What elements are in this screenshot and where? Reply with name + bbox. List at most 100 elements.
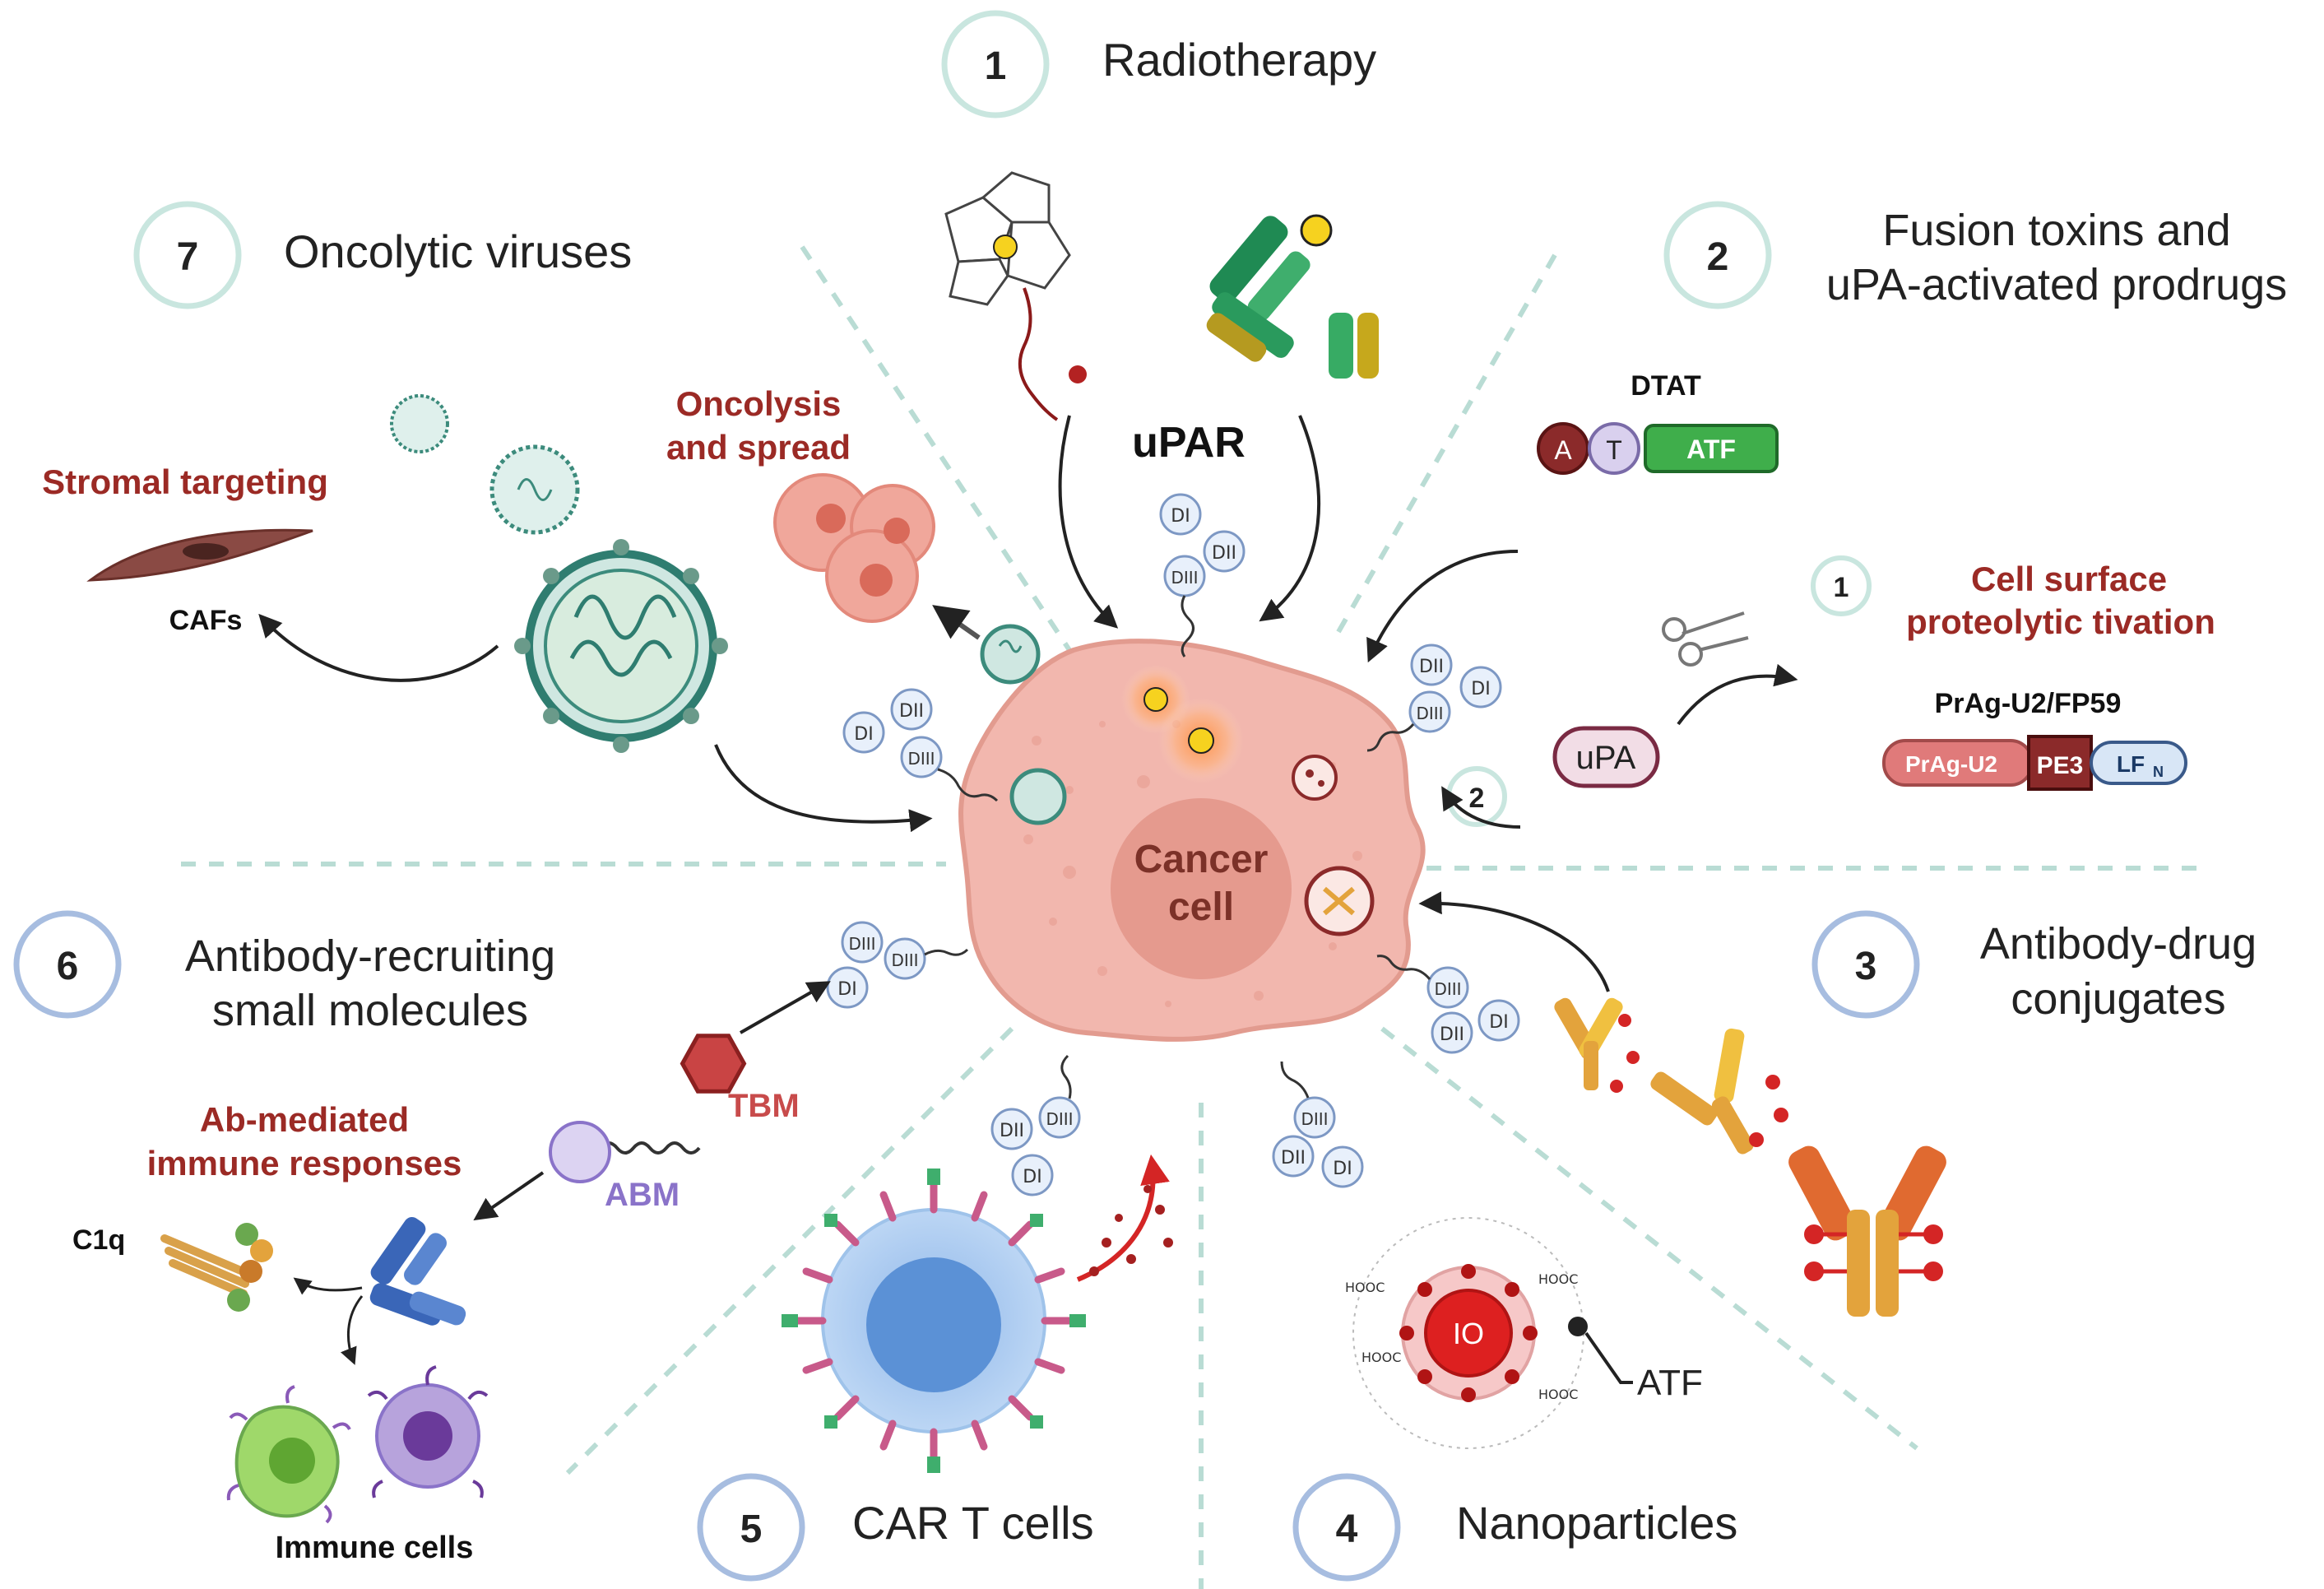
upar-receptor-bottom-left: DII DIII DI <box>990 1054 1081 1196</box>
number-badge-3 <box>1811 910 1920 1019</box>
adc-medium-icon <box>1650 1028 1788 1155</box>
number-badge-6 <box>13 910 122 1019</box>
arrow-to-cell <box>1418 891 1610 992</box>
nanoparticle-atf-label: ATF <box>1637 1363 1703 1403</box>
svg-text:DII: DII <box>1281 1148 1306 1169</box>
strategy-5: 5 CAR T cells <box>697 1473 1094 1582</box>
svg-text:DIII: DIII <box>1171 568 1198 588</box>
linker <box>599 1141 701 1155</box>
upa-label: uPA <box>1576 740 1636 776</box>
endosome-vesicle <box>1292 755 1338 801</box>
svg-text:DI: DI <box>837 979 856 1000</box>
arrow-to-antibody <box>473 1171 545 1221</box>
svg-text:LF: LF <box>2117 751 2145 777</box>
number-badge-5 <box>697 1473 805 1582</box>
strategy-6: 6 Antibody-recruiting small molecules <box>13 910 555 1035</box>
dtat-atf-domain <box>1644 424 1779 473</box>
adc-large-icon <box>1788 1145 1946 1317</box>
abm-label: ABM <box>605 1177 680 1213</box>
svg-text:ATF: ATF <box>1686 434 1736 464</box>
granule-dots <box>1089 1185 1173 1276</box>
svg-text:DI: DI <box>1333 1159 1352 1179</box>
virus-small <box>980 624 1041 685</box>
number-6: 6 <box>57 945 79 988</box>
title-adc-line2: conjugates <box>2011 974 2225 1024</box>
tbm-label: TBM <box>728 1088 800 1124</box>
upar-receptor-upper-left: DI DII DIII <box>842 688 999 802</box>
number-badge-2 <box>1663 201 1772 309</box>
immune-cell-purple <box>367 1365 489 1498</box>
immune-cell-green <box>226 1385 351 1524</box>
svg-text:PrAg-U2: PrAg-U2 <box>1905 751 1997 777</box>
divider-lines <box>181 245 2205 1589</box>
dtat-construct: A T ATF <box>1537 422 1779 475</box>
arrow-to-c1q <box>293 1277 363 1295</box>
hooc-label: HOOC <box>1345 1280 1385 1295</box>
svg-text:2: 2 <box>1469 783 1485 814</box>
title-arsm-line2: small molecules <box>212 986 528 1035</box>
strategy-2: 2 Fusion toxins and uPA-activated prodru… <box>1663 201 2287 309</box>
adc-small-icon <box>1554 997 1640 1093</box>
dtat-label: DTAT <box>1631 370 1701 402</box>
activation-arrow <box>1677 663 1798 726</box>
hooc-label: HOOC <box>1538 1387 1578 1402</box>
svg-text:T: T <box>1606 435 1622 465</box>
title-car-t: CAR T cells <box>852 1497 1094 1549</box>
title-fusion-toxins-line2: uPA-activated prodrugs <box>1826 260 2287 309</box>
iron-oxide-core <box>1424 1289 1513 1378</box>
upar-receptor-right: DIII DII DI <box>1376 955 1520 1054</box>
title-adc-line1: Antibody-drug <box>1980 919 2257 969</box>
arrow-to-immune-cells <box>341 1295 364 1365</box>
sub-number-badge-1 <box>1811 555 1872 616</box>
nanoparticle-icon: IO HOOC HOOC HOOC HOOC <box>1345 1217 1633 1449</box>
number-7: 7 <box>177 235 199 279</box>
number-2: 2 <box>1707 235 1729 279</box>
dtat-t-domain <box>1588 422 1640 475</box>
svg-text:DIII: DIII <box>1046 1109 1073 1129</box>
car-t-cell-icon <box>782 1169 1086 1473</box>
upar-receptor-left: DIII DIII DI <box>826 921 969 1009</box>
c1q-label: C1q <box>72 1224 125 1256</box>
title-radiotherapy: Radiotherapy <box>1102 34 1376 86</box>
prag-construct-label: PrAg-U2/FP59 <box>1935 688 2122 719</box>
adc-internal-icon <box>1323 886 1355 916</box>
svg-text:N: N <box>2153 764 2164 780</box>
svg-text:DIII: DIII <box>1416 704 1443 723</box>
svg-text:DII: DII <box>1419 657 1444 677</box>
arrow-to-cafs <box>258 613 499 682</box>
radiolabeled-antibody-icon <box>1206 214 1379 379</box>
arrow-to-cell <box>1259 415 1321 622</box>
upar-receptor-upper-right: DII DI DIII <box>1366 643 1502 752</box>
stromal-targeting-label: Stromal targeting <box>42 462 328 501</box>
svg-text:1: 1 <box>1834 572 1849 603</box>
svg-text:DII: DII <box>1212 543 1236 564</box>
number-badge-1 <box>941 10 1050 118</box>
radiation-icon <box>1300 214 1333 247</box>
cancer-label-line1: Cancer <box>1134 838 1269 881</box>
upa-enzyme <box>1552 726 1660 788</box>
upar-label: uPAR <box>1132 419 1245 467</box>
svg-text:DI: DI <box>1489 1012 1508 1033</box>
svg-text:DII: DII <box>1440 1024 1464 1045</box>
ab-mediated-line1: Ab-mediated <box>200 1100 409 1139</box>
lysed-cells-icon <box>773 473 935 623</box>
oncolysis-line2: and spread <box>666 428 851 467</box>
cell-surface-line1: Cell surface <box>1971 560 2167 598</box>
ab-mediated-line2: immune responses <box>147 1144 462 1182</box>
svg-text:IO: IO <box>1453 1317 1484 1350</box>
svg-text:DI: DI <box>1471 679 1490 699</box>
nucleus <box>1111 798 1292 979</box>
arrow-to-cell <box>1366 550 1519 663</box>
immune-cells-label: Immune cells <box>276 1531 474 1565</box>
svg-text:DIII: DIII <box>891 950 918 970</box>
svg-text:DI: DI <box>1171 506 1190 527</box>
arrow-to-cell <box>1058 415 1119 629</box>
tbm-hexagon <box>680 1034 747 1094</box>
title-oncolytic-viruses: Oncolytic viruses <box>284 225 632 277</box>
upar-receptor-bottom-right: DIII DII DI <box>1272 1061 1364 1188</box>
cancer-label-line2: cell <box>1168 885 1234 929</box>
svg-text:DIII: DIII <box>1434 979 1461 999</box>
number-4: 4 <box>1336 1508 1358 1551</box>
hooc-label: HOOC <box>1538 1271 1578 1287</box>
